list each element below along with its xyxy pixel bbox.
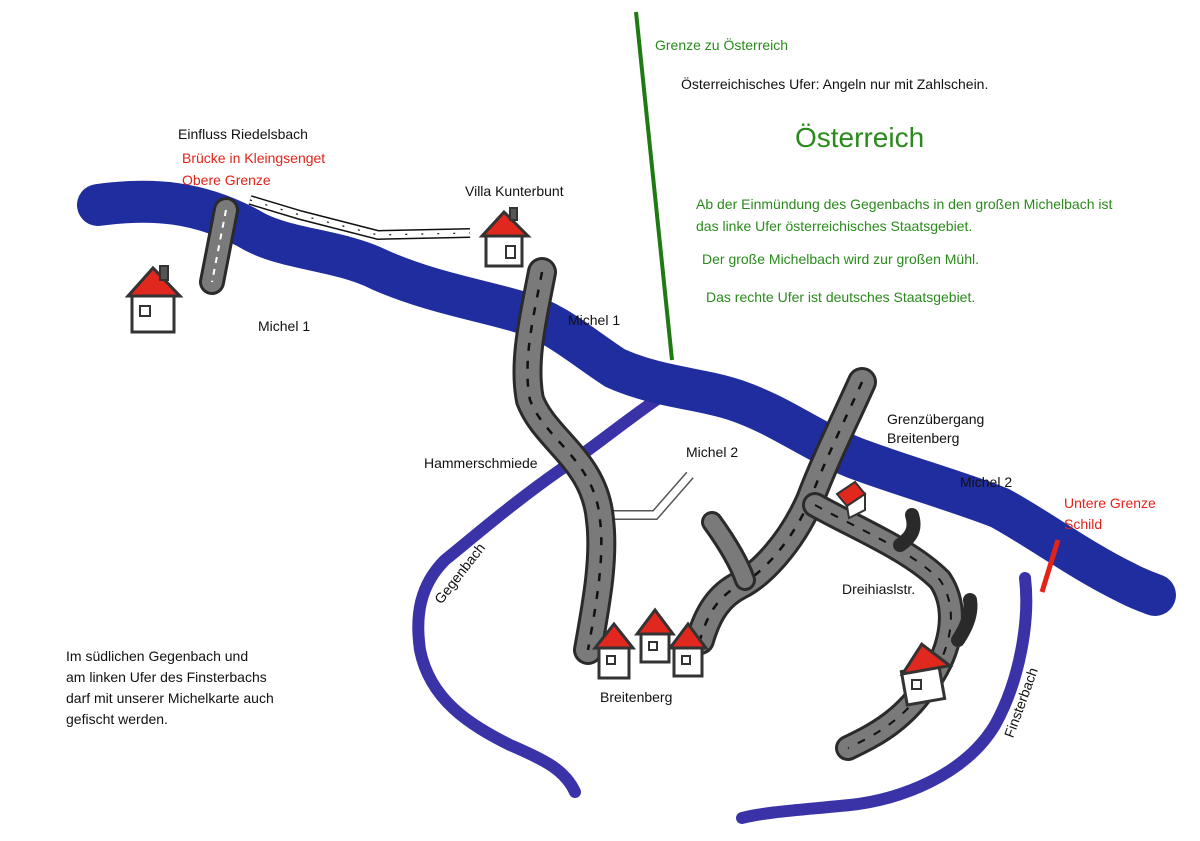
grenzuebergang-label: Grenzübergang [887, 411, 985, 427]
grenzuebergang-breitenberg-label: Breitenberg [887, 430, 960, 446]
note-line-1: Im südlichen Gegenbach und [66, 648, 249, 664]
austria-info-line-1b: das linke Ufer österreichisches Staatsge… [696, 218, 973, 234]
border-crossing-road [685, 367, 877, 655]
austria-title: Österreich [795, 122, 925, 153]
austria-info-line-3: Das rechte Ufer ist deutsches Staatsgebi… [706, 289, 976, 305]
obere-grenze-label: Obere Grenze [182, 172, 271, 188]
michel1-mid-label: Michel 1 [568, 312, 621, 328]
villa-kunterbunt-label: Villa Kunterbunt [465, 183, 564, 199]
austria-border-label: Grenze zu Österreich [655, 37, 789, 53]
michelbach-river [77, 180, 1176, 616]
austria-info-line-1a: Ab der Einmündung des Gegenbachs in den … [696, 196, 1113, 212]
michel1-left-label: Michel 1 [258, 318, 311, 334]
lower-border-mark [1039, 539, 1061, 593]
breitenberg-house-icon [591, 621, 637, 680]
main-road [512, 257, 617, 665]
footpath-villa [248, 195, 471, 241]
note-line-3: darf mit unserer Michelkarte auch [66, 690, 274, 706]
villa-kunterbunt-house-icon [478, 207, 532, 268]
dreihiaslstr-label: Dreihiaslstr. [842, 581, 916, 597]
note-line-4: gefischt werden. [66, 711, 168, 727]
dreihiasl-road [802, 492, 978, 761]
austria-border-line [634, 11, 674, 361]
untere-grenze-label: Untere Grenze [1064, 495, 1156, 511]
michel2-right-label: Michel 2 [960, 474, 1013, 490]
note-line-2: am linken Ufer des Finsterbachs [66, 669, 267, 685]
breitenberg-label: Breitenberg [600, 689, 673, 705]
austria-info-line-2: Der große Michelbach wird zur großen Müh… [702, 251, 979, 267]
breitenberg-house-icon [667, 621, 709, 678]
footpath-michel2 [612, 471, 694, 520]
einfluss-riedelsbach-label: Einfluss Riedelsbach [178, 126, 308, 142]
border-crossing-house-icon [835, 480, 867, 520]
hammerschmiede-label: Hammerschmiede [424, 455, 538, 471]
schild-label: Schild [1064, 516, 1103, 532]
michel2-mid-label: Michel 2 [686, 444, 739, 460]
breitenberg-house-icon [634, 607, 676, 664]
kleingsenget-bridge [199, 197, 239, 295]
bruecke-kleingsenget-label: Brücke in Kleingsenget [182, 150, 326, 166]
austrian-bank-note: Österreichisches Ufer: Angeln nur mit Za… [681, 76, 989, 92]
dreihiasl-house-icon [899, 642, 954, 707]
finsterbach-stream [736, 572, 1033, 824]
house-icon [124, 265, 184, 334]
